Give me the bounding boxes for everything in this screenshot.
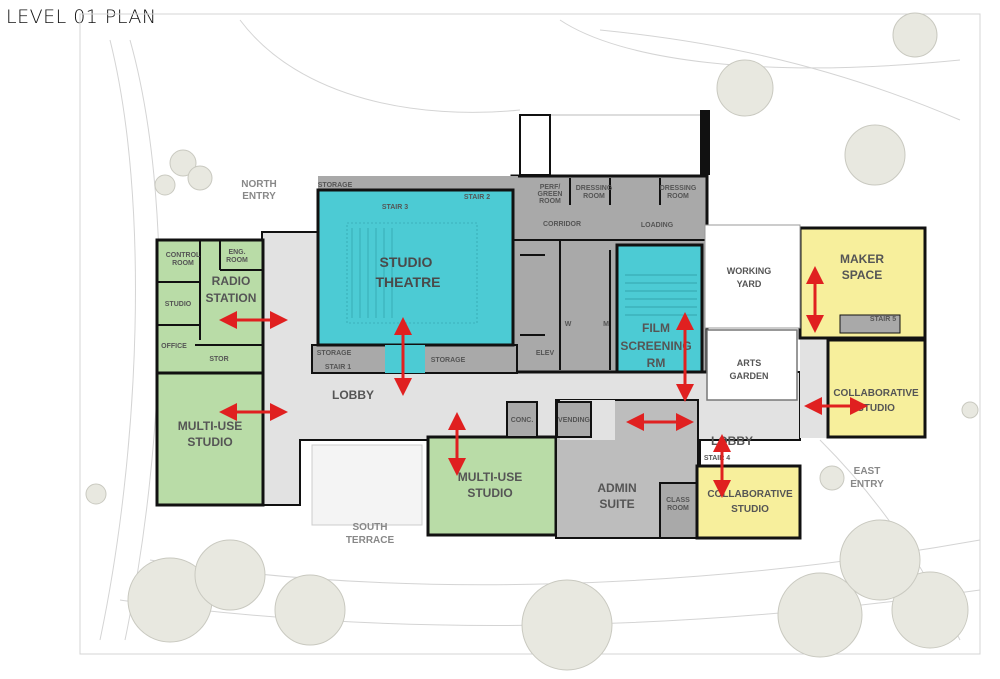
label-office: OFFICE bbox=[161, 343, 187, 350]
label-men-restroom: M bbox=[603, 321, 609, 328]
label-eng-room: ENG. bbox=[228, 249, 245, 256]
label-control-room: ROOM bbox=[172, 260, 194, 267]
theatre-seating bbox=[346, 222, 478, 324]
label-corridor: CORRIDOR bbox=[543, 221, 581, 228]
label-east-entry: ENTRY bbox=[850, 479, 884, 490]
label-perf-green-room: PERF/ bbox=[540, 184, 561, 191]
studio-theatre-vestibule bbox=[385, 345, 425, 373]
label-dressing-room: ROOM bbox=[583, 193, 605, 200]
collaborative-studio-right-room[interactable] bbox=[826, 338, 927, 439]
label-collab-bottom: COLLABORATIVE bbox=[707, 489, 793, 500]
label-radio-station: STATION bbox=[206, 291, 257, 305]
label-loading: LOADING bbox=[641, 222, 674, 229]
label-studio: STUDIO bbox=[165, 301, 192, 308]
label-conc: CONC. bbox=[511, 417, 534, 424]
trees bbox=[85, 12, 979, 671]
label-class-room: ROOM bbox=[667, 505, 689, 512]
label-stair-1: STAIR 1 bbox=[325, 364, 351, 371]
conc-room bbox=[506, 401, 538, 438]
label-vending: VENDING bbox=[558, 417, 590, 424]
label-radio-station: RADIO bbox=[212, 274, 251, 288]
label-east-entry: EAST bbox=[854, 466, 881, 477]
label-admin-suite: ADMIN bbox=[597, 481, 636, 495]
label-north-entry: NORTH bbox=[241, 179, 277, 190]
storage-strip bbox=[318, 176, 518, 192]
upper-wall bbox=[700, 110, 710, 175]
label-multi-use-center: MULTI-USE bbox=[458, 470, 522, 484]
radio-station-room[interactable] bbox=[155, 238, 265, 375]
label-arts-garden: GARDEN bbox=[729, 371, 768, 381]
label-studio-theatre: STUDIO bbox=[380, 254, 433, 270]
label-collab-bottom: STUDIO bbox=[731, 504, 769, 515]
label-south-terrace: TERRACE bbox=[346, 535, 395, 546]
label-working-yard: YARD bbox=[737, 279, 762, 289]
label-film-screening: SCREENING bbox=[620, 339, 691, 353]
label-perf-green-room: GREEN bbox=[538, 191, 563, 198]
label-working-yard: WORKING bbox=[727, 266, 772, 276]
label-collab-right: STUDIO bbox=[857, 403, 895, 414]
label-storage: STORAGE bbox=[317, 350, 352, 357]
label-eng-room: ROOM bbox=[226, 257, 248, 264]
label-studio-theatre: THEATRE bbox=[375, 274, 440, 290]
label-collab-right: COLLABORATIVE bbox=[833, 388, 919, 399]
stair-5 bbox=[839, 314, 901, 334]
label-multi-use-center: STUDIO bbox=[467, 486, 512, 500]
upper-wall bbox=[519, 114, 551, 176]
studio-theatre-room[interactable] bbox=[316, 188, 515, 347]
radio-station-walls bbox=[157, 240, 263, 346]
label-stair-2: STAIR 2 bbox=[464, 194, 490, 201]
south-terrace bbox=[311, 444, 423, 526]
label-lobby: LOBBY bbox=[332, 388, 374, 402]
service-walls bbox=[512, 178, 705, 370]
label-admin-suite: SUITE bbox=[599, 497, 634, 511]
arts-garden bbox=[706, 329, 798, 401]
plan-title: LEVEL 01 PLAN bbox=[6, 6, 157, 28]
label-stair-5: STAIR 5 bbox=[870, 316, 896, 323]
label-storage: STORAGE bbox=[431, 357, 466, 364]
screening-seating bbox=[625, 274, 697, 316]
label-elevator: ELEV bbox=[536, 350, 555, 357]
label-dressing-room: ROOM bbox=[667, 193, 689, 200]
label-film-screening: RM bbox=[647, 356, 666, 370]
connection-arrows bbox=[219, 266, 868, 498]
label-stair-3: STAIR 3 bbox=[382, 204, 408, 211]
label-maker-space: MAKER bbox=[840, 252, 884, 266]
label-perf-green-room: ROOM bbox=[539, 198, 561, 205]
label-lobby-east: LOBBY bbox=[711, 434, 753, 448]
vending-room bbox=[556, 401, 592, 438]
label-north-entry: ENTRY bbox=[242, 191, 276, 202]
multi-use-studio-left-room[interactable] bbox=[155, 371, 265, 507]
label-dressing-room: DRESSING bbox=[576, 185, 613, 192]
label-maker-space: SPACE bbox=[842, 268, 882, 282]
label-class-room: CLASS bbox=[666, 497, 690, 504]
label-control-room: CONTROL bbox=[166, 252, 201, 259]
class-room bbox=[659, 482, 698, 539]
label-arts-garden: ARTS bbox=[737, 358, 762, 368]
label-south-terrace: SOUTH bbox=[353, 522, 388, 533]
label-stor: STOR bbox=[209, 356, 228, 363]
label-multi-use-left: MULTI-USE bbox=[178, 419, 242, 433]
label-multi-use-left: STUDIO bbox=[187, 435, 232, 449]
upper-structure bbox=[521, 114, 708, 181]
collaborative-studio-bottom-room[interactable] bbox=[695, 464, 802, 540]
working-yard bbox=[704, 224, 801, 329]
label-storage: STORAGE bbox=[318, 182, 353, 189]
label-dressing-room: DRESSING bbox=[660, 185, 697, 192]
label-women-restroom: W bbox=[565, 321, 572, 328]
room-labels: STUDIO THEATRE FILM SCREENING RM RADIO S… bbox=[161, 179, 919, 546]
label-stair-4: STAIR 4 bbox=[704, 455, 730, 462]
label-film-screening: FILM bbox=[642, 321, 670, 335]
